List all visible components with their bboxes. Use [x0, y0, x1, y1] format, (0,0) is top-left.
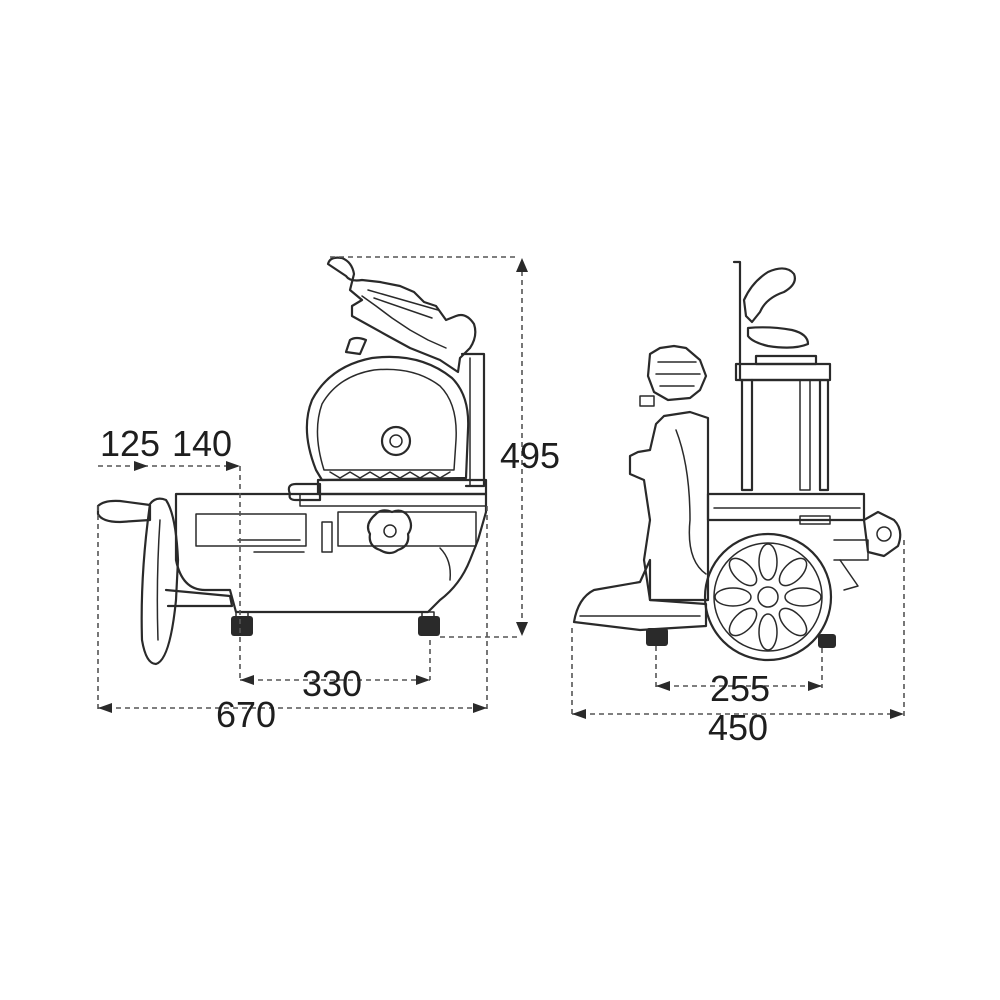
- dim-label-450: 450: [708, 707, 768, 748]
- flywheel-handle: [96, 497, 234, 666]
- front-flywheel: [703, 532, 833, 662]
- slicer-blade: [287, 355, 488, 502]
- dim-label-670: 670: [216, 694, 276, 735]
- dim-label-495: 495: [500, 435, 560, 476]
- dim-label-125: 125: [100, 423, 160, 464]
- side-view-dimensions: 125 140 495 330 670: [97, 256, 560, 735]
- front-foot-left: [646, 628, 668, 646]
- side-view-slicer: [96, 256, 488, 666]
- front-foot-right: [818, 634, 836, 648]
- slicer-carriage-arm: [326, 256, 486, 488]
- dim-label-255: 255: [710, 668, 770, 709]
- dim-label-140: 140: [172, 423, 232, 464]
- front-view-dimensions: 255 450: [571, 540, 905, 748]
- dim-label-330: 330: [302, 663, 362, 704]
- side-foot-right: [418, 616, 440, 636]
- front-view-slicer: [572, 260, 902, 662]
- side-foot-left: [231, 616, 253, 636]
